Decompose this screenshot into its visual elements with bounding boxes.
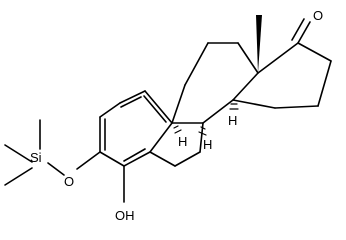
bond	[202, 99, 234, 124]
bond-inner	[143, 95, 167, 123]
bond	[149, 122, 173, 153]
bond	[257, 42, 299, 74]
ring-c	[171, 42, 259, 124]
h14-label: H	[228, 113, 237, 128]
molecule-svg: O Si O OH H H H	[4, 8, 332, 223]
bond	[184, 42, 209, 86]
bond	[99, 102, 121, 118]
bond	[144, 90, 173, 124]
carbonyl-bond-inner	[291, 18, 305, 41]
bond	[232, 72, 259, 101]
silicon-label: Si	[30, 150, 42, 165]
hashed-h9	[173, 125, 182, 134]
carbonyl-bond	[297, 21, 311, 44]
bond	[317, 60, 332, 107]
bond	[149, 151, 176, 167]
ring-d	[232, 42, 332, 109]
bond-inner	[120, 96, 142, 108]
methyl-wedge	[256, 15, 262, 73]
bond	[99, 151, 125, 167]
bond	[119, 90, 146, 104]
structure-diagram: O Si O OH H H H	[4, 8, 332, 223]
ring-b	[149, 122, 204, 167]
si-methyl-bond	[4, 144, 33, 163]
bond	[297, 42, 332, 62]
h8-label: H	[203, 137, 212, 152]
bond	[237, 42, 259, 74]
h9-label: H	[178, 134, 187, 149]
si-methyl-bond	[4, 167, 33, 186]
bond-inner	[123, 148, 146, 162]
bond	[171, 84, 186, 124]
bond	[174, 151, 201, 167]
o-si-bond	[47, 162, 65, 176]
bond	[123, 151, 151, 167]
ring-a	[99, 90, 173, 167]
ether-oxygen-label: O	[64, 174, 74, 189]
bond	[274, 105, 319, 109]
hashed-h14	[229, 103, 239, 110]
ketone-oxygen-label: O	[313, 8, 323, 23]
bond	[232, 99, 276, 109]
hashed-h8	[198, 126, 207, 136]
ether-bond	[76, 151, 101, 170]
hydroxyl-label: OH	[115, 208, 135, 223]
